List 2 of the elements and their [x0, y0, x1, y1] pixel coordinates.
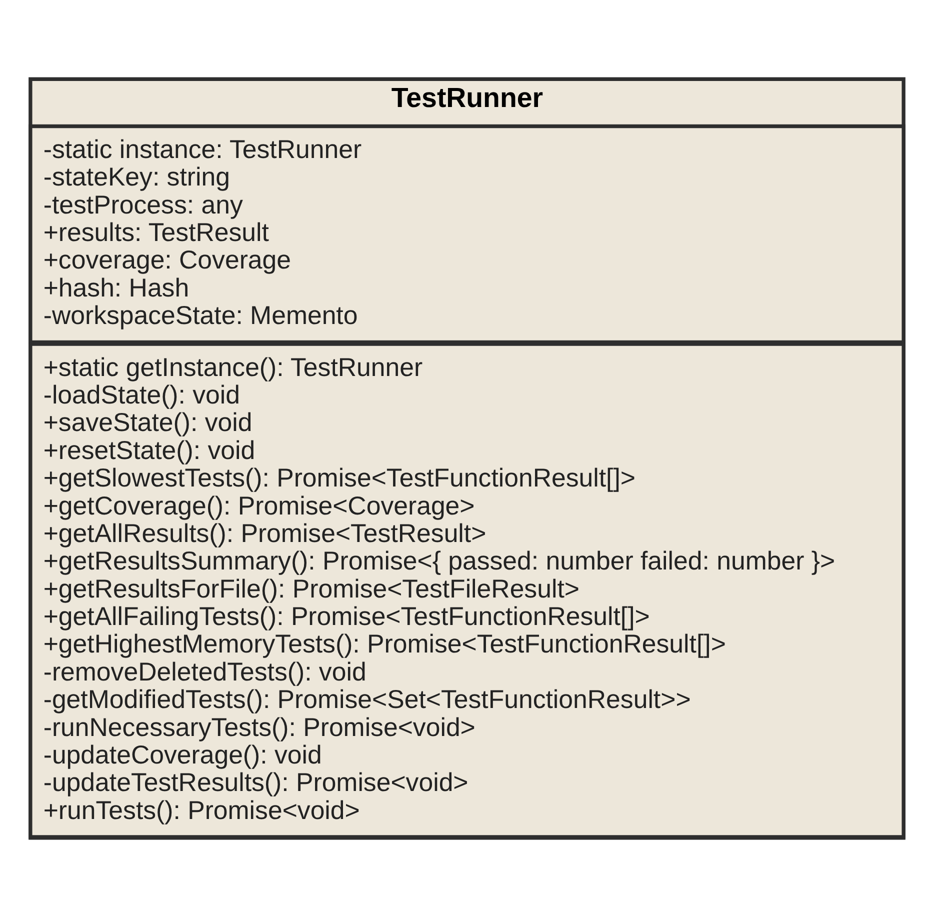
node-box: -static instance: TestRunner -stateKey: string -testProcess: any +results: TestResult +coverage: Coverage +hash: Hash -workspaceState: Memento [28, 124, 906, 344]
node-box: +static getInstance(): TestRunner -loadState(): void +saveState(): void +resetState(): void +getSlowestTests(): Promise<TestFunctionResult[]> +getCoverage(): Promise<Coverage> +getAllResults(): Promise<TestResult> +getResultsSummary(): Promise<{ passed: number failed: number }> +getResultsForFile(): Promise<TestFileResult> +getAllFailingTests(): Promise<TestFunctionResult[]> +getHighestMemoryTests(): Promise<TestFunctionResult[]> -removeDeletedTests(): void -getModifiedTests(): Promise<Set<TestFunctionResult>> -runNecessaryTests(): Promise<void> -updateCoverage(): void -updateTestResults(): Promise<void> +runTests(): Promise<void> [28, 342, 906, 838]
